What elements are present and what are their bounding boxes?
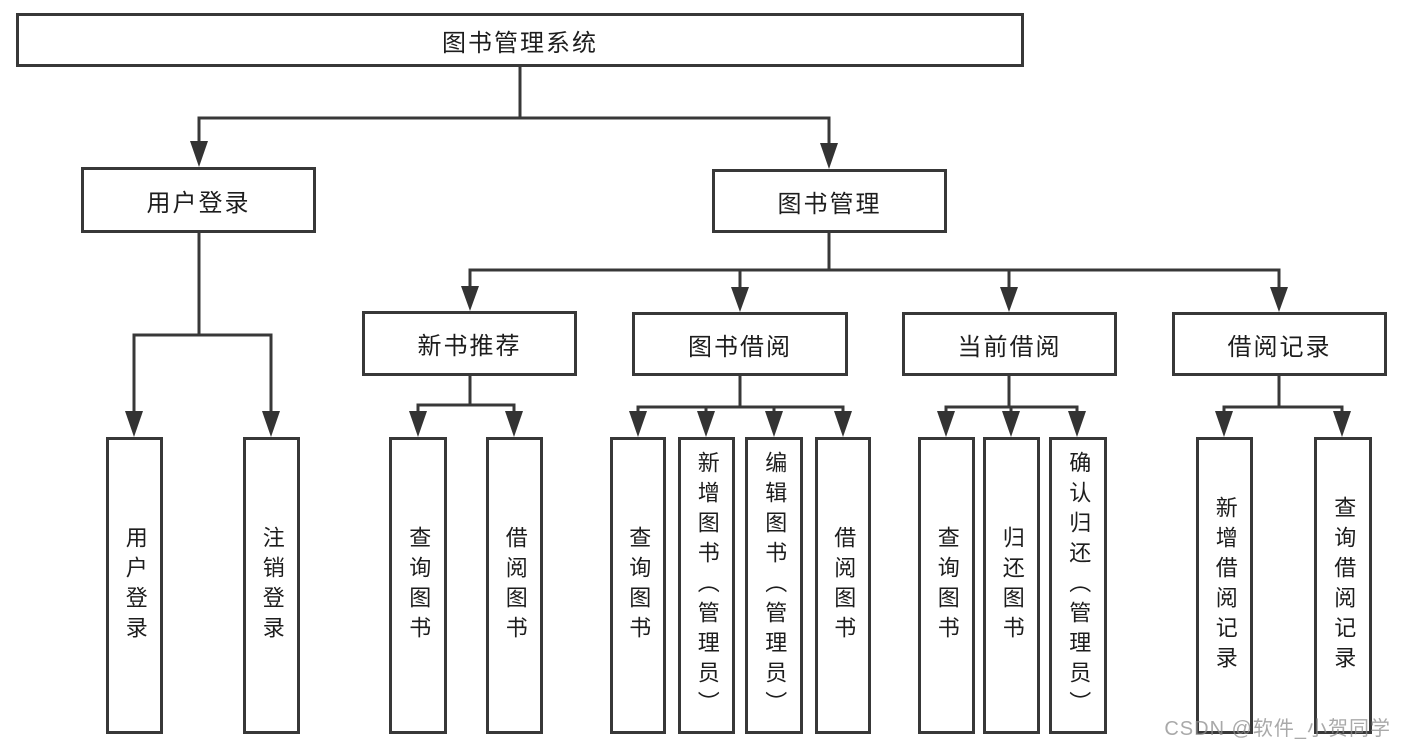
node-user-login-label: 用户登录 <box>146 189 251 217</box>
leaf-edit-book-admin: 编辑图书（管理员） <box>745 437 803 734</box>
node-borrow-records-label: 借阅记录 <box>1227 333 1332 361</box>
watermark: CSDN @软件_小贺同学 <box>1164 718 1391 740</box>
node-new-book-recommend: 新书推荐 <box>362 311 577 376</box>
node-root-label: 图书管理系统 <box>442 29 598 57</box>
leaf-query-book-3-label: 查询图书 <box>934 525 960 646</box>
leaf-borrow-book-2-label: 借阅图书 <box>831 525 857 646</box>
leaf-confirm-return-admin-label: 确认归还（管理员） <box>1066 450 1092 721</box>
node-book-borrow-label: 图书借阅 <box>688 333 792 361</box>
leaf-query-borrow-record: 查询借阅记录 <box>1314 437 1372 734</box>
leaf-borrow-book-1: 借阅图书 <box>486 437 543 734</box>
node-new-book-recommend-label: 新书推荐 <box>417 333 522 360</box>
node-book-borrow: 图书借阅 <box>632 312 848 376</box>
node-current-borrow: 当前借阅 <box>902 312 1117 376</box>
leaf-add-borrow-record: 新增借阅记录 <box>1196 437 1253 734</box>
leaf-add-book-admin: 新增图书（管理员） <box>678 437 735 734</box>
leaf-add-book-admin-label: 新增图书（管理员） <box>694 450 720 721</box>
leaf-logout: 注销登录 <box>243 437 300 734</box>
leaf-query-book-1-label: 查询图书 <box>406 525 432 646</box>
leaf-borrow-book-2: 借阅图书 <box>815 437 871 734</box>
leaf-confirm-return-admin: 确认归还（管理员） <box>1049 437 1107 734</box>
leaf-add-borrow-record-label: 新增借阅记录 <box>1212 495 1238 676</box>
node-book-management-label: 图书管理 <box>777 190 882 218</box>
leaf-edit-book-admin-label: 编辑图书（管理员） <box>762 450 788 721</box>
leaf-query-book-3: 查询图书 <box>918 437 975 734</box>
node-root: 图书管理系统 <box>16 13 1024 67</box>
leaf-borrow-book-1-label: 借阅图书 <box>502 525 528 646</box>
leaf-user-login-label: 用户登录 <box>122 525 148 646</box>
leaf-user-login: 用户登录 <box>106 437 163 734</box>
leaf-query-borrow-record-label: 查询借阅记录 <box>1331 495 1357 676</box>
node-book-management: 图书管理 <box>712 169 947 233</box>
leaf-query-book-2: 查询图书 <box>610 437 666 734</box>
node-user-login: 用户登录 <box>81 167 316 233</box>
node-current-borrow-label: 当前借阅 <box>957 333 1062 361</box>
node-borrow-records: 借阅记录 <box>1172 312 1387 376</box>
leaf-query-book-1: 查询图书 <box>389 437 447 734</box>
leaf-return-book: 归还图书 <box>983 437 1040 734</box>
leaf-query-book-2-label: 查询图书 <box>626 525 652 646</box>
leaf-return-book-label: 归还图书 <box>999 525 1025 646</box>
leaf-logout-label: 注销登录 <box>259 525 285 646</box>
